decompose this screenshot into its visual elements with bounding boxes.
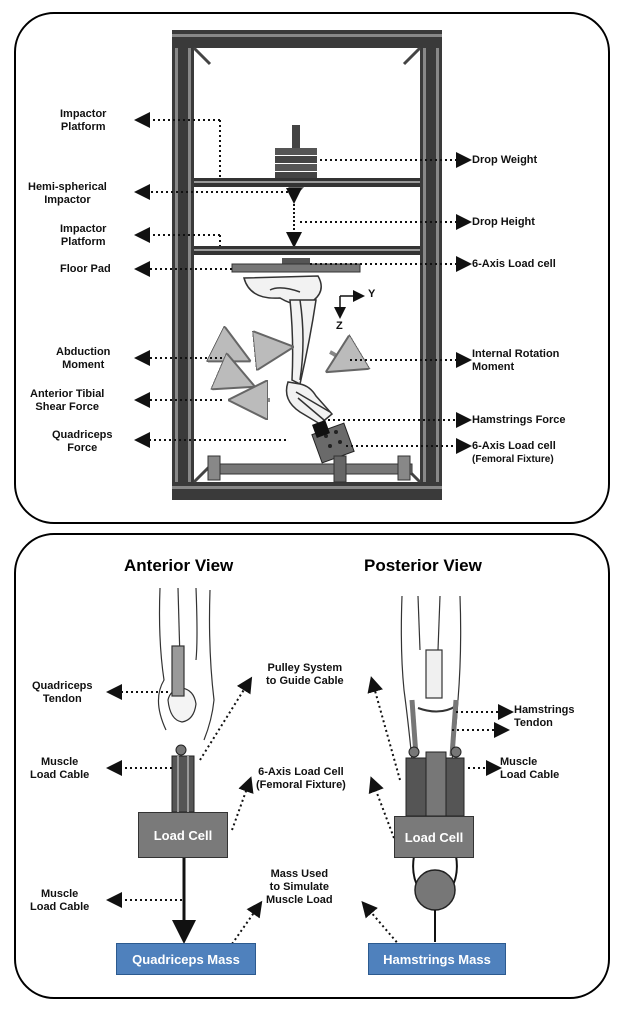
- moment-arrows: [233, 346, 339, 400]
- load-cell-top: [282, 258, 310, 264]
- lower-platform: [194, 246, 420, 255]
- anterior-view-title: Anterior View: [124, 556, 234, 575]
- leg-specimen: [243, 275, 334, 425]
- label-6-axis-load-cell-femoral: 6-Axis Load Cell(Femoral Fixture): [256, 766, 346, 791]
- floor-pad: [231, 263, 361, 273]
- bottom-leaders: [106, 676, 514, 947]
- label-drop-height: Drop Height: [472, 216, 535, 228]
- label-6-axis-load-cell: 6-Axis Load cell: [472, 258, 556, 270]
- upper-platform: [194, 178, 420, 187]
- posterior-view-title: Posterior View: [364, 556, 482, 575]
- axis-indicator: [334, 290, 365, 319]
- top-leaders: [134, 112, 472, 454]
- label-drop-weight: Drop Weight: [472, 154, 538, 166]
- drop-weight: [275, 125, 317, 178]
- label-femoral-load-cell: 6-Axis Load cell(Femoral Fixture): [472, 440, 556, 465]
- anterior-leg: [157, 587, 215, 741]
- quadriceps-mass-box: Quadriceps Mass: [116, 943, 256, 975]
- hemispherical-impactor: [288, 187, 304, 193]
- posterior-leg: [400, 595, 462, 761]
- axis-y-label: Y: [368, 288, 376, 300]
- load-cell-posterior: Load Cell: [394, 816, 474, 858]
- hamstrings-mass-box: Hamstrings Mass: [368, 943, 506, 975]
- load-cell-anterior: Load Cell: [138, 812, 228, 858]
- label-hamstrings-force: Hamstrings Force: [472, 414, 566, 426]
- axis-z-label: Z: [336, 320, 343, 332]
- label-floor-pad: Floor Pad: [60, 263, 111, 275]
- anterior-cable-assembly: [171, 744, 196, 944]
- bottom-fixture: [207, 455, 413, 483]
- femoral-load-cell: [311, 420, 355, 464]
- posterior-cable-assembly: [405, 746, 465, 942]
